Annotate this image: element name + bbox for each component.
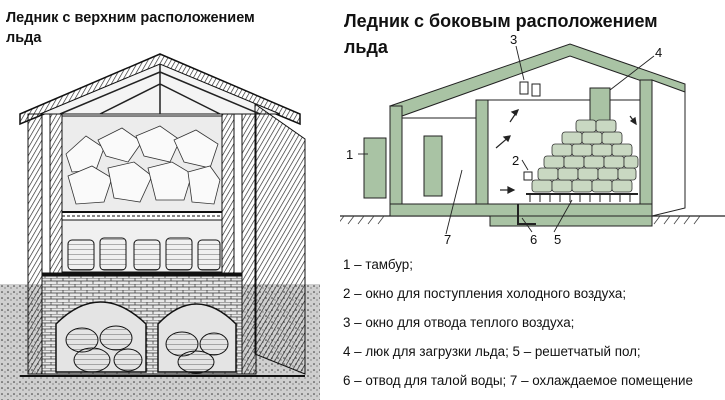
callout-5: 5 <box>554 232 562 247</box>
top-ice-icehouse-illustration <box>0 53 320 400</box>
callout-6: 6 <box>530 232 538 247</box>
cold-air-window <box>523 171 533 181</box>
legend-item-4: 4 – люк для загрузки льда; 5 – решетчаты… <box>343 344 641 359</box>
warm-air-window <box>519 81 529 95</box>
ice-loading-hatch <box>589 87 611 123</box>
right-wall <box>241 113 257 375</box>
grated-floor <box>526 193 638 202</box>
barrels-cellar <box>65 325 229 374</box>
left-figure-title: Ледник с верхним расположением льда <box>6 10 255 46</box>
vestibule-door <box>363 137 387 199</box>
callout-leaders <box>358 45 655 235</box>
airflow-arrows <box>495 109 637 194</box>
ice-pile <box>531 119 639 193</box>
right-figure-title: Ледник с боковым расположением льда <box>344 11 658 57</box>
side-ice-icehouse-diagram <box>340 43 725 235</box>
side-wall <box>254 103 306 375</box>
legend-item-2: 2 – окно для поступления холодного возду… <box>343 286 627 301</box>
legend-item-3: 3 – окно для отвода теплого воздуха; <box>343 315 575 330</box>
legend: 1 – тамбур; 2 – окно для поступления хол… <box>343 250 725 395</box>
inner-door <box>423 135 443 197</box>
barrels-upper <box>67 237 221 271</box>
ice-blocks <box>65 125 221 205</box>
meltwater-drain <box>517 204 536 225</box>
left-wall <box>27 113 43 375</box>
callout-3: 3 <box>510 32 518 47</box>
legend-item-1: 1 – тамбур; <box>343 257 413 272</box>
roof <box>19 53 301 126</box>
callout-2: 2 <box>512 153 520 168</box>
building-walls <box>388 43 686 227</box>
callout-4: 4 <box>655 45 663 60</box>
legend-item-5: 6 – отвод для талой воды; 7 – охлаждаемо… <box>343 373 693 388</box>
callout-1: 1 <box>346 147 354 162</box>
callout-7: 7 <box>444 232 452 247</box>
